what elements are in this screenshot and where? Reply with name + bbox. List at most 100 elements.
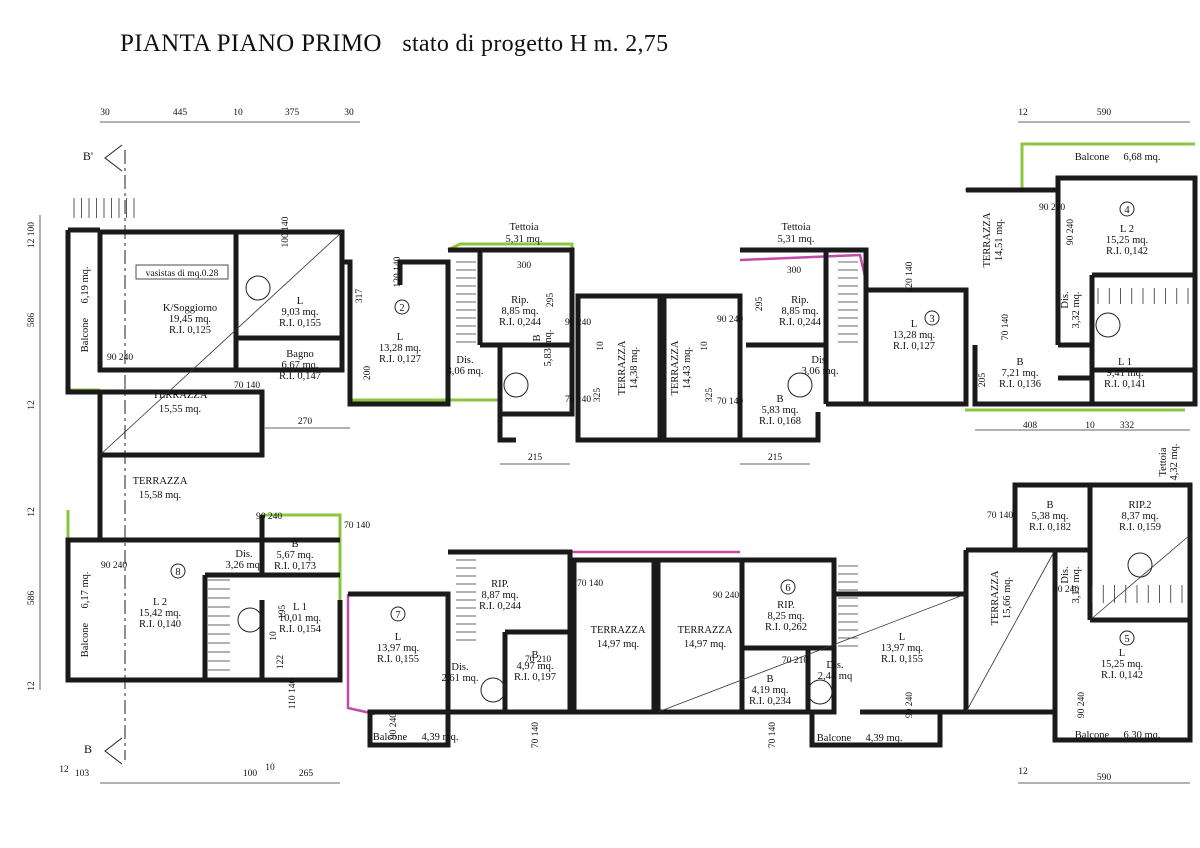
dimension-text: 122 (276, 655, 286, 670)
room-area: 13,28 mq. (893, 330, 935, 341)
opening-tag: 90 240 (1039, 203, 1065, 213)
unit-number: 6 (785, 583, 790, 594)
section-marker-top: B' (83, 149, 93, 163)
room-name: RIP. (777, 600, 795, 611)
balcony-area: 6,30 mq. (1123, 730, 1160, 741)
room-ri: R.I. 0,136 (999, 379, 1041, 390)
dimension-lines (39, 121, 1190, 784)
room-ri: R.I. 0,173 (274, 561, 316, 572)
room-ri: R.I. 0,234 (749, 696, 792, 707)
room-ri: R.I. 0,142 (1106, 246, 1148, 257)
unit-number: 8 (175, 567, 180, 578)
room-name: B (1046, 500, 1053, 511)
room-name: L (911, 319, 917, 330)
terrace-name: TERRAZZA (990, 570, 1001, 625)
opening-tag: 90 240 (107, 353, 133, 363)
dimension-text: 215 (528, 453, 543, 463)
room-area: 2,61 mq. (441, 673, 478, 684)
opening-tag: 70 140 (768, 722, 778, 748)
opening-tag: 70 140 (565, 395, 591, 405)
room-area: 3,32 mq. (1071, 291, 1082, 328)
room-ri: R.I. 0,155 (881, 654, 923, 665)
room-name: Bagno (286, 349, 313, 360)
canopy-area: 5,31 mq. (777, 234, 814, 245)
dimension-text: 445 (173, 108, 188, 118)
opening-tag: 90 240 (101, 561, 127, 571)
room-name: RIP. (491, 579, 509, 590)
unit-number-circle (390, 606, 406, 622)
terrace-area: 14,51 mq. (994, 219, 1005, 261)
section-marker-bottom: B (84, 742, 92, 756)
unit-number-circle (780, 579, 796, 595)
opening-tag: 90 240 (905, 692, 915, 718)
room-area: 15,25 mq. (1101, 659, 1143, 670)
dimension-text: 590 (1097, 773, 1112, 783)
room-ri: R.I. 0,244 (479, 601, 522, 612)
dimension-text: 30 (344, 108, 354, 118)
terrace-name: TERRAZZA (133, 476, 188, 487)
dimension-text: 325 (593, 388, 603, 403)
dimension-text: 12 (1018, 767, 1028, 777)
room-ri: R.I. 0,142 (1101, 670, 1143, 681)
room-name: Dis. (456, 355, 473, 366)
room-name: B (531, 650, 538, 661)
room-area: 3,26 mq. (225, 560, 262, 571)
opening-tag: 90 240 (256, 512, 282, 522)
room-area: 3,06 mq. (446, 366, 483, 377)
dimension-text: 30 (100, 108, 110, 118)
room-area: 5,83 mq. (543, 329, 554, 366)
room-ri: R.I. 0,140 (139, 619, 181, 630)
room-name: Dis. (826, 660, 843, 671)
balcony-name: Balcone (80, 622, 91, 657)
terrace-name: TERRAZZA (617, 340, 628, 395)
vasistas-note: vasistas di mq.0.28 (146, 269, 219, 279)
dimension-text: 10 (596, 341, 606, 351)
room-name: B (776, 394, 783, 405)
room-name: B (1016, 357, 1023, 368)
room-name: K/Soggiorno (163, 303, 217, 314)
room-ri: R.I. 0,197 (514, 672, 556, 683)
room-ri: R.I. 0,262 (765, 622, 807, 633)
opening-tag: 70 140 (234, 381, 260, 391)
balcony-name: Balcone (80, 317, 91, 352)
room-area: 9,03 mq. (281, 307, 318, 318)
unit-number-circle (394, 299, 410, 315)
terrace-area: 14,38 mq. (629, 347, 640, 389)
opening-tag: 90 240 (1066, 219, 1076, 245)
drawing-title: PIANTA PIANO PRIMO stato di progetto H m… (120, 30, 668, 58)
room-name: L 2 (1120, 224, 1134, 235)
room-ri: R.I. 0,168 (759, 416, 801, 427)
dimension-text: 200 (363, 366, 373, 381)
unit-number-circle (1119, 630, 1135, 646)
canopy-name: Tettoia (509, 222, 538, 233)
canopy-name: Tettoia (781, 222, 810, 233)
dimension-text: 10 (233, 108, 243, 118)
void-diagonals (99, 231, 1191, 713)
dimension-text: 265 (299, 769, 314, 779)
room-area: 3,17 mq. (1071, 566, 1082, 603)
opening-tag: 70 140 (717, 397, 743, 407)
dimension-text: 100 (243, 769, 258, 779)
spiral-stairs (237, 275, 1153, 705)
dimension-text: 12 (59, 765, 69, 775)
room-ri: R.I. 0,154 (279, 624, 322, 635)
room-area: 15,25 mq. (1106, 235, 1148, 246)
terrace-name: TERRAZZA (670, 340, 681, 395)
dimension-text: 586 (27, 591, 37, 606)
dimension-text: 10 (269, 631, 279, 641)
unit-number: 2 (399, 303, 404, 314)
terrace-area: 15,66 mq. (1002, 577, 1013, 619)
opening-tag: 90 240 (1053, 585, 1079, 595)
opening-tag: 70 140 (344, 521, 370, 531)
room-name: B (766, 674, 773, 685)
room-name: Dis. (1060, 291, 1071, 308)
dimension-text: 205 (978, 373, 988, 388)
opening-tag: 120 140 (905, 261, 915, 292)
room-area: 13,97 mq. (881, 643, 923, 654)
room-area: 5,38 mq. (1031, 511, 1068, 522)
room-name: Dis. (235, 549, 252, 560)
room-ri: R.I. 0,147 (279, 371, 321, 382)
terrace-name: TERRAZZA (591, 625, 646, 636)
balcony-area: 6,19 mq. (80, 266, 91, 303)
